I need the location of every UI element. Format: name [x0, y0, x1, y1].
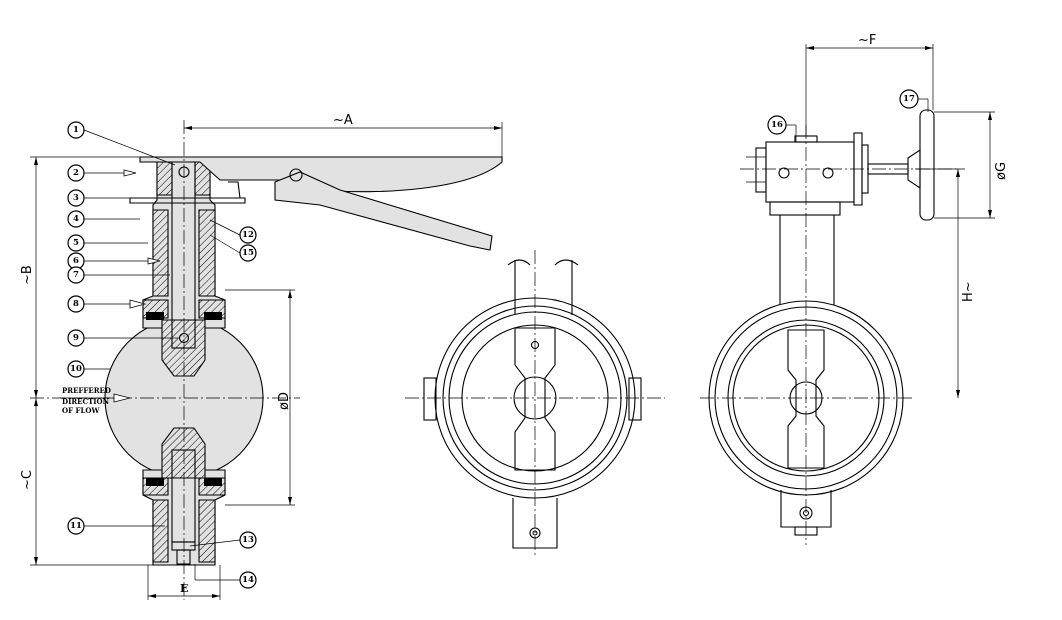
callout-5: 5 — [67, 234, 85, 252]
svg-text:2: 2 — [73, 168, 79, 178]
svg-text:8: 8 — [73, 299, 79, 309]
bottom-screw — [176, 549, 191, 565]
flow-label-line3: OF FLOW — [62, 406, 99, 415]
upper-hatch-left — [156, 161, 173, 196]
front-neck — [514, 260, 573, 315]
dim-b-label: ~B — [20, 265, 35, 285]
svg-text:1: 1 — [73, 125, 79, 135]
gearbox-bolt-right — [822, 167, 834, 179]
svg-text:4: 4 — [73, 214, 79, 224]
gearbox-bolt-left — [778, 167, 790, 179]
gear-view — [700, 109, 960, 545]
gear-neck — [779, 215, 835, 305]
handwheel — [919, 109, 935, 221]
dim-g-label: øG — [994, 162, 1009, 180]
section-dimensions: ~A ~B ~C øD E PREFFERED DIRECTION OF FLO… — [20, 113, 503, 600]
callout-1: 1 — [67, 121, 85, 139]
dim-h-label: H~ — [961, 281, 976, 302]
seal-ring-right-low — [204, 478, 222, 486]
seal-ring-left-up — [146, 312, 164, 320]
handle-arm — [274, 171, 493, 251]
svg-text:6: 6 — [73, 256, 79, 266]
front-neck-break — [507, 259, 579, 266]
gear-callouts: 16 17 — [767, 89, 929, 142]
gear-dimensions: ~F øG H~ — [805, 33, 1009, 398]
svg-text:7: 7 — [73, 270, 79, 280]
callout-14: 14 — [239, 571, 257, 589]
callout-7: 7 — [67, 266, 85, 284]
neck-hatch-right — [198, 209, 216, 297]
handle-pivot — [289, 168, 303, 182]
dim-f-label: ~F — [858, 33, 876, 48]
front-lug-left — [423, 377, 437, 421]
svg-text:14: 14 — [242, 575, 254, 585]
dim-a-label: ~A — [333, 113, 353, 128]
svg-text:16: 16 — [771, 120, 783, 130]
dim-e-label: E — [180, 582, 188, 595]
callout-15: 15 — [239, 244, 257, 262]
svg-text:15: 15 — [242, 248, 254, 258]
callout-17: 17 — [899, 89, 919, 109]
gearbox-base — [769, 201, 841, 216]
flow-label-line2: DIRECTION — [62, 397, 110, 406]
callout-16: 16 — [767, 115, 787, 135]
callout-11: 11 — [67, 517, 85, 535]
front-lug-right — [628, 377, 642, 421]
disc-hub-lower — [161, 427, 206, 479]
callout-13: 13 — [239, 531, 257, 549]
gear-stem-profile — [787, 329, 825, 469]
handle-lever — [139, 156, 503, 193]
front-view — [405, 250, 665, 555]
neck-hatch-left — [152, 209, 169, 297]
svg-text:3: 3 — [73, 193, 79, 203]
callout-12: 12 — [239, 226, 257, 244]
svg-text:13: 13 — [242, 535, 254, 545]
front-stem-profile — [514, 327, 556, 471]
svg-text:5: 5 — [73, 238, 79, 248]
lower-hatch-left — [152, 499, 169, 563]
seal-ring-right-up — [204, 312, 222, 320]
dim-c-label: ~C — [20, 470, 35, 490]
svg-text:17: 17 — [903, 94, 915, 104]
lower-hatch-right — [198, 499, 216, 563]
callout-3: 3 — [67, 189, 85, 207]
svg-text:10: 10 — [70, 364, 82, 374]
latch — [228, 181, 241, 199]
gearbox-side-left — [755, 147, 767, 193]
callouts: 1 2 3 4 5 6 7 8 9 10 11 12 13 14 15 — [67, 121, 257, 589]
callout-8: 8 — [67, 295, 85, 313]
dim-d-label: øD — [277, 392, 292, 410]
svg-text:11: 11 — [70, 521, 82, 531]
seal-ring-left-low — [146, 478, 164, 486]
svg-text:9: 9 — [73, 333, 79, 343]
svg-text:12: 12 — [242, 230, 254, 240]
callout-4: 4 — [67, 210, 85, 228]
flow-label-line1: PREFFERED — [62, 386, 111, 395]
callout-10: 10 — [67, 360, 85, 378]
callout-2: 2 — [67, 164, 85, 182]
handle-plate — [129, 197, 246, 204]
callout-9: 9 — [67, 329, 85, 347]
section-view — [30, 120, 503, 600]
